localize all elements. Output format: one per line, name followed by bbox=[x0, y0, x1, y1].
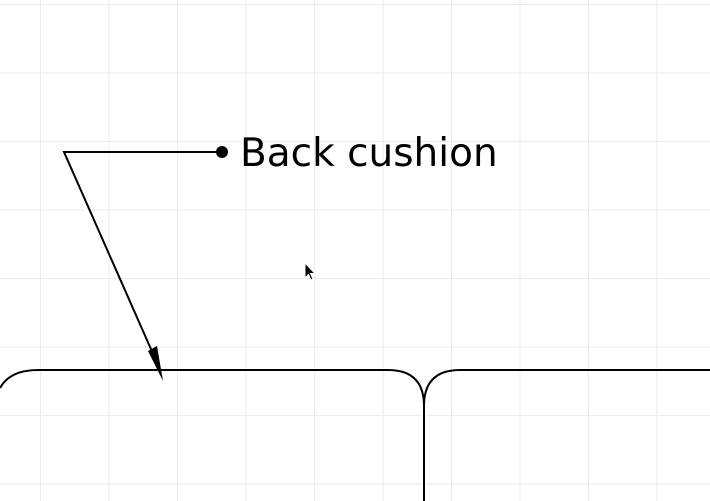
mouse-pointer-icon bbox=[304, 261, 317, 281]
callout-leader-line[interactable] bbox=[62, 151, 222, 366]
right-cushion-shape[interactable] bbox=[423, 369, 710, 407]
callout-anchor-dot[interactable] bbox=[216, 146, 228, 158]
left-cushion-shape[interactable] bbox=[0, 369, 425, 501]
callout-arrowhead bbox=[148, 346, 163, 381]
callout-label[interactable]: Back cushion bbox=[240, 131, 498, 176]
